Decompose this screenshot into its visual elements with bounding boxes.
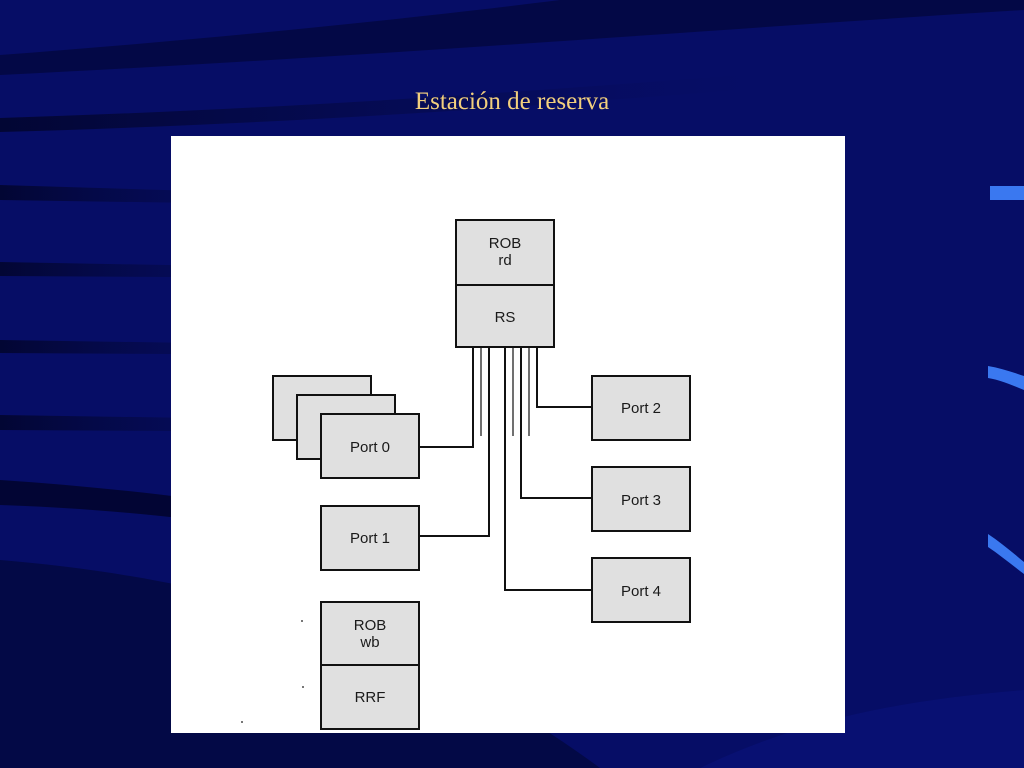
rob-rd-box: ROB rd bbox=[455, 219, 555, 286]
port3-label: Port 3 bbox=[621, 492, 661, 509]
rs-box: RS bbox=[455, 284, 555, 348]
rrf-label: RRF bbox=[355, 689, 386, 706]
port4-label: Port 4 bbox=[621, 583, 661, 600]
port2-box: Port 2 bbox=[591, 375, 691, 441]
port0-label: Port 0 bbox=[350, 439, 390, 456]
rrf-box: RRF bbox=[320, 664, 420, 730]
port3-box: Port 3 bbox=[591, 466, 691, 532]
rob-wb-label-2: wb bbox=[359, 634, 379, 651]
lines-thin bbox=[480, 347, 530, 436]
port2-label: Port 2 bbox=[621, 400, 661, 417]
line-rs-port4 bbox=[504, 347, 592, 591]
rob-wb-label-1: ROB bbox=[354, 617, 387, 634]
port4-box: Port 4 bbox=[591, 557, 691, 623]
accent-stripe-1 bbox=[990, 186, 1024, 200]
line-rs-port2 bbox=[536, 347, 592, 408]
scan-dots bbox=[241, 620, 304, 723]
rob-rd-label-2: rd bbox=[498, 252, 511, 269]
reservation-station-diagram: ROB rd RS Port 0 Port 1 Port 2 Port 3 bbox=[241, 219, 691, 730]
slide-title: Estación de reserva bbox=[414, 88, 610, 115]
line-rs-port3 bbox=[520, 347, 592, 499]
diagram-panel: ROB rd RS Port 0 Port 1 Port 2 Port 3 bbox=[171, 136, 845, 733]
line-rs-port1 bbox=[419, 347, 490, 537]
accent-stripe-3 bbox=[988, 534, 1024, 574]
accent-stripe-2 bbox=[988, 366, 1024, 390]
rob-rd-label-1: ROB bbox=[489, 235, 522, 252]
rs-label: RS bbox=[495, 309, 516, 326]
rob-wb-box: ROB wb bbox=[320, 601, 420, 666]
port0-box: Port 0 bbox=[320, 413, 420, 479]
port1-box: Port 1 bbox=[320, 505, 420, 571]
port1-label: Port 1 bbox=[350, 530, 390, 547]
line-rs-port0 bbox=[419, 347, 474, 448]
connection-lines bbox=[419, 347, 592, 591]
